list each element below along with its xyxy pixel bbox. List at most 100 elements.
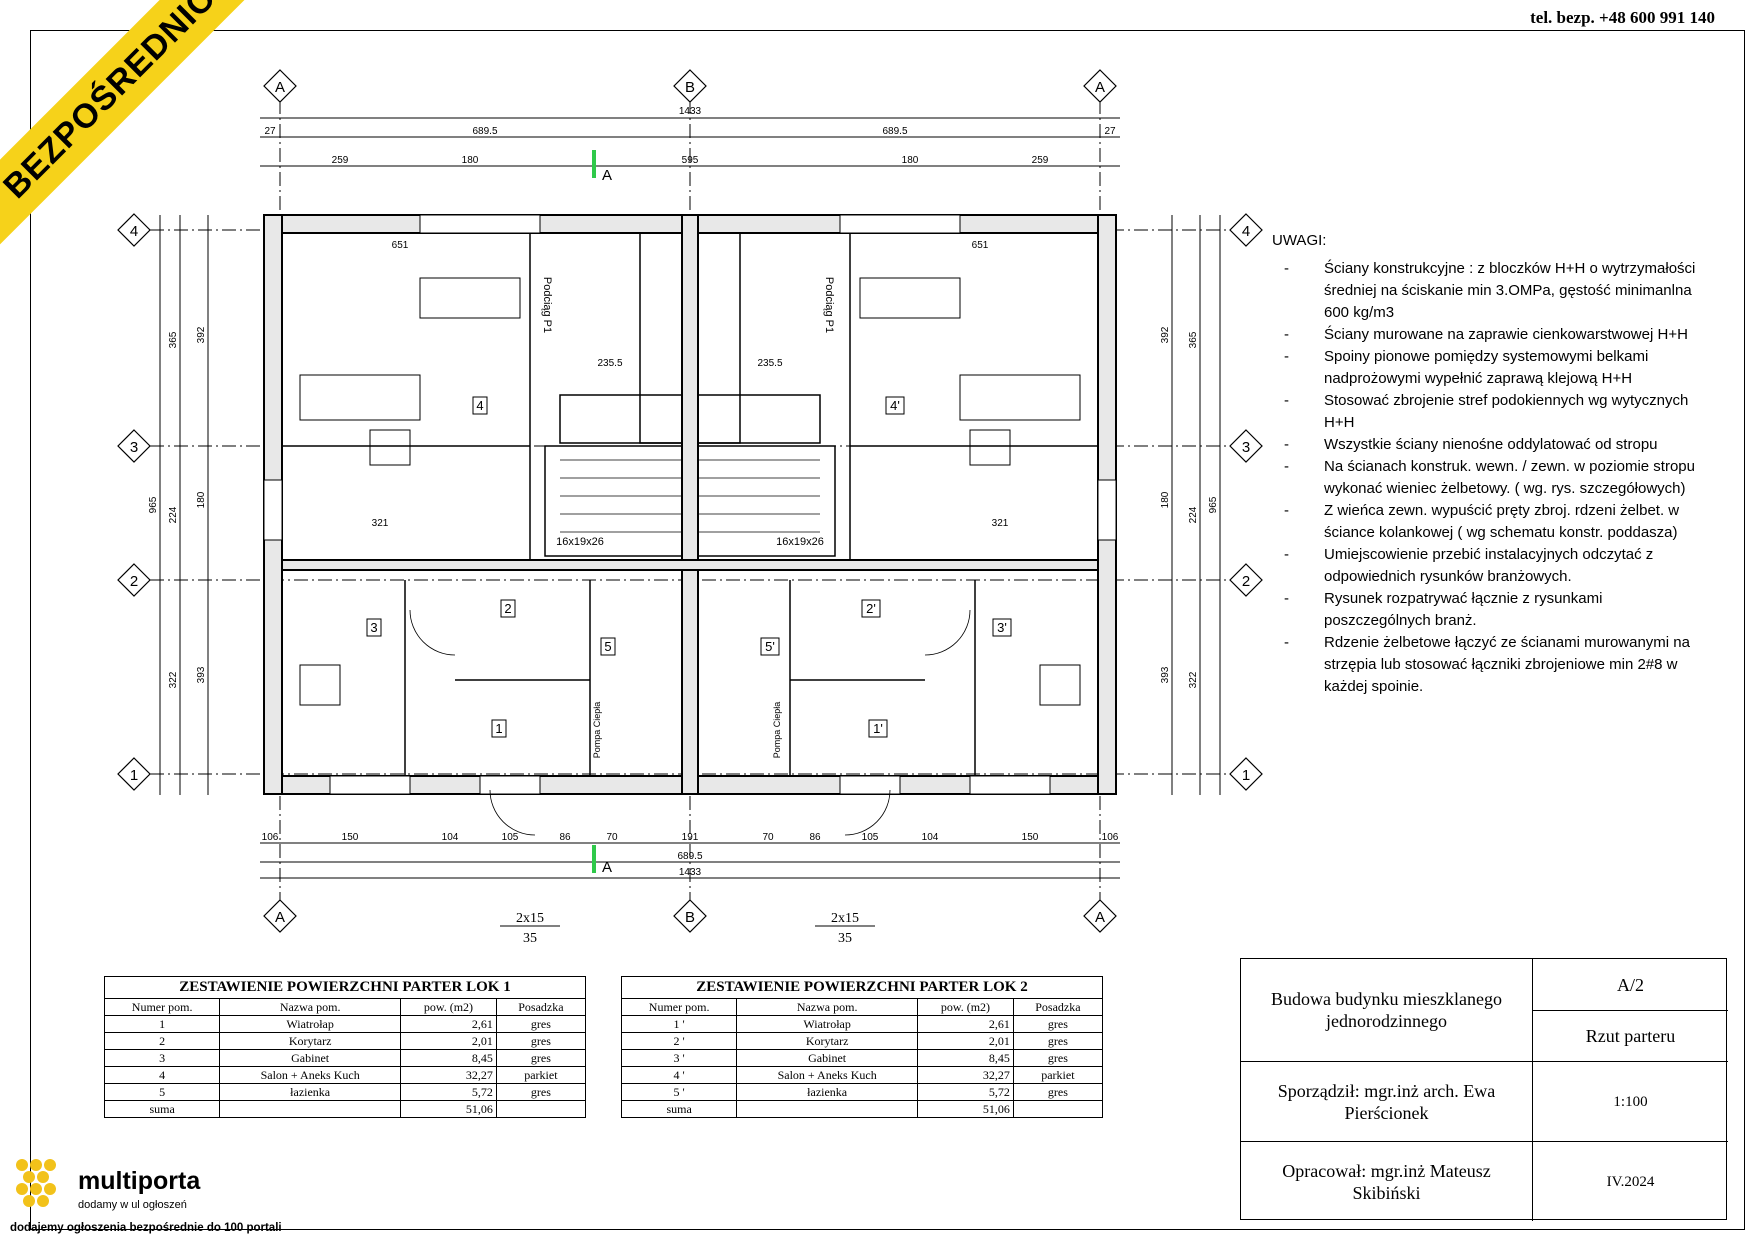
- table-cell: 2: [103, 1032, 221, 1050]
- dim-half-top-left: 689.5: [472, 126, 497, 137]
- table-cell: 5,72: [400, 1083, 497, 1101]
- dim-86-right: 86: [809, 832, 821, 843]
- note-item: Rysunek rozpatrywać łącznie z rysunkami …: [1272, 588, 1712, 632]
- table-cell: 8,45: [400, 1049, 497, 1067]
- axis-label-a-top-left: A: [275, 79, 285, 96]
- dim-104-right: 104: [922, 832, 939, 843]
- table-cell: Wiatrołap: [736, 1015, 919, 1033]
- honeycomb-icon: [16, 1159, 56, 1207]
- table-row: 1 ' Wiatrołap 2,61 gres: [620, 1015, 1104, 1033]
- dim-106-left: 106: [262, 832, 279, 843]
- dim-392-left: 392: [196, 326, 207, 343]
- axis-label-4-right: 4: [1242, 223, 1250, 240]
- table-cell: 5: [103, 1083, 221, 1101]
- room-3: 3: [370, 620, 377, 635]
- dim-393-right: 393: [1160, 666, 1171, 683]
- dim-180-left: 180: [462, 155, 479, 166]
- note-item: Ściany konstrukcyjne : z bloczków H+H o …: [1272, 258, 1712, 324]
- axis-label-2-right: 2: [1242, 573, 1250, 590]
- table-cell: 4: [103, 1066, 221, 1084]
- stair-label-right: 16x19x26: [776, 536, 824, 548]
- dim-105-left: 105: [502, 832, 519, 843]
- table-cell: parkiet: [495, 1066, 587, 1084]
- axis-label-1-left: 1: [130, 767, 138, 784]
- table-row: 4 Salon + Aneks Kuch 32,27 parkiet: [103, 1066, 587, 1084]
- room-3prime: 3': [997, 620, 1007, 635]
- dim-965-left: 965: [148, 496, 159, 513]
- phone-number: tel. bezp. +48 600 991 140: [1530, 8, 1715, 27]
- dim-191: 191: [682, 832, 699, 843]
- table-cell: 3 ': [620, 1049, 738, 1067]
- axis-label-a-bottom-left: A: [275, 909, 285, 926]
- project-title: Budowa budynku mieszklanego jednorodzinn…: [1241, 959, 1533, 1062]
- table-cell: gres: [495, 1015, 587, 1033]
- table-cell: 1: [103, 1015, 221, 1033]
- axis-label-3-right: 3: [1242, 439, 1250, 456]
- table-cell: 8,45: [917, 1049, 1014, 1067]
- room-2: 2: [504, 601, 511, 616]
- table-cell: łazienka: [736, 1083, 919, 1101]
- dim-edge-top-right: 27: [1104, 126, 1116, 137]
- note-item: Ściany murowane na zaprawie cienkowarstw…: [1272, 324, 1712, 346]
- steps-right: 2x15: [831, 911, 859, 926]
- table-row: 5 ' łazienka 5,72 gres: [620, 1083, 1104, 1101]
- dim-365-left: 365: [168, 331, 179, 348]
- dim-70-left: 70: [606, 832, 618, 843]
- table-cell-empty: [736, 1100, 919, 1118]
- note-item: Wszystkie ściany nienośne oddylatować od…: [1272, 434, 1712, 456]
- table-cell: Gabinet: [219, 1049, 402, 1067]
- steps-left: 2x15: [516, 911, 544, 926]
- beam-label-right: Podciąg P1: [823, 277, 835, 333]
- dim-edge-top-left: 27: [264, 126, 276, 137]
- section-marker-bottom: A: [602, 859, 612, 876]
- dim-322-right: 322: [1188, 671, 1199, 688]
- dim-150-left: 150: [342, 832, 359, 843]
- table-cell: 3: [103, 1049, 221, 1067]
- dim-86-left: 86: [559, 832, 571, 843]
- dim-150-right: 150: [1022, 832, 1039, 843]
- dim-595: 595: [682, 155, 699, 166]
- steps-right-sub: 35: [838, 931, 852, 946]
- dim-total-bottom: 1433: [679, 867, 702, 878]
- dim-965-right: 965: [1208, 496, 1219, 513]
- author: Sporządził: mgr.inż arch. Ewa Pierścione…: [1241, 1062, 1533, 1142]
- table-cell: Salon + Aneks Kuch: [736, 1066, 919, 1084]
- table-cell: gres: [1012, 1015, 1104, 1033]
- table-row: 3 Gabinet 8,45 gres: [103, 1049, 587, 1067]
- table-row: 2 ' Korytarz 2,01 gres: [620, 1032, 1104, 1050]
- table-cell-empty: [219, 1100, 402, 1118]
- stair-label-left: 16x19x26: [556, 536, 604, 548]
- title-block: Budowa budynku mieszklanego jednorodzinn…: [1240, 958, 1728, 1221]
- table-row: 4 ' Salon + Aneks Kuch 32,27 parkiet: [620, 1066, 1104, 1084]
- dim-180-right-v: 180: [1160, 491, 1171, 508]
- table-cell: 2,61: [400, 1015, 497, 1033]
- table-cell: gres: [1012, 1083, 1104, 1101]
- room-4prime: 4': [890, 398, 900, 413]
- table-cell: gres: [495, 1083, 587, 1101]
- beam-label-left: Podciąg P1: [541, 277, 553, 333]
- table-cell: 2,01: [400, 1032, 497, 1050]
- area-table-title: ZESTAWIENIE POWIERZCHNI PARTER LOK 1: [104, 976, 586, 998]
- axis-label-b-bottom: B: [685, 909, 695, 926]
- area-table-title: ZESTAWIENIE POWIERZCHNI PARTER LOK 2: [621, 976, 1103, 998]
- table-cell: Korytarz: [219, 1032, 402, 1050]
- area-table-lok1: ZESTAWIENIE POWIERZCHNI PARTER LOK 1 Num…: [103, 976, 587, 1118]
- axis-label-2-left: 2: [130, 573, 138, 590]
- table-header: Posadzka: [1012, 998, 1104, 1016]
- table-header-row: Numer pom. Nazwa pom. pow. (m2) Posadzka: [620, 998, 1104, 1016]
- dim-105-right: 105: [862, 832, 879, 843]
- note-item: Z wieńca zewn. wypuścić pręty zbroj. rdz…: [1272, 500, 1712, 544]
- note-item: Umiejscowienie przebić instalacyjnych od…: [1272, 544, 1712, 588]
- dim-322-left: 322: [168, 671, 179, 688]
- section-marker-top: A: [602, 167, 612, 184]
- table-cell: 32,27: [400, 1066, 497, 1084]
- dim-224-left: 224: [168, 506, 179, 523]
- table-sum-value: 51,06: [400, 1100, 497, 1118]
- table-sum-label: suma: [620, 1100, 738, 1118]
- axis-label-1-right: 1: [1242, 767, 1250, 784]
- dim-393-left: 393: [196, 666, 207, 683]
- table-header-row: Numer pom. Nazwa pom. pow. (m2) Posadzka: [103, 998, 587, 1016]
- table-cell: gres: [1012, 1049, 1104, 1067]
- table-cell: 5,72: [917, 1083, 1014, 1101]
- dim-kitchen-left: 235.5: [597, 358, 622, 369]
